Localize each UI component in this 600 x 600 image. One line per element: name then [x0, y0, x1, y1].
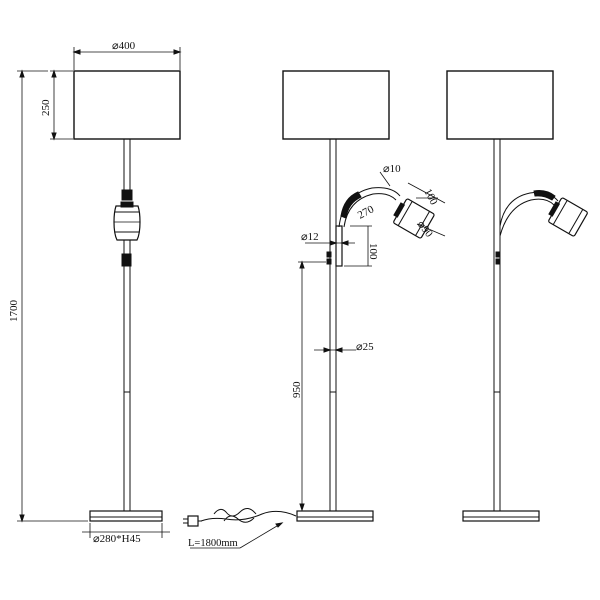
label-reading-head-length: 100 — [421, 187, 440, 208]
label-cable-length: L=1800mm — [188, 538, 238, 549]
lamp-base — [296, 510, 374, 522]
label-switch-position-height: 950 — [291, 381, 303, 398]
dimension-reading-head-length — [407, 182, 446, 204]
lamp-shade — [446, 70, 554, 140]
reading-light-head — [393, 198, 435, 239]
lamp-base — [89, 510, 163, 522]
dimension-shade-diameter — [72, 47, 182, 70]
dimension-reading-head-diameter — [416, 223, 446, 237]
dimension-total-height — [17, 69, 88, 523]
label-total-height: 1700 — [8, 300, 20, 323]
label-shade-diameter: ⌀400 — [112, 40, 136, 52]
reading-light-head — [548, 197, 588, 237]
plug-icon — [187, 515, 199, 527]
lamp-side-view-dimensioned: ⌀10 270 100 ⌀90 ⌀12 100 ⌀25 — [183, 70, 446, 549]
dimension-switch-height — [344, 225, 372, 267]
lamp-shade — [73, 70, 181, 140]
dimension-cable-length — [190, 522, 284, 549]
label-shade-height: 250 — [40, 99, 52, 116]
label-switch-diameter: ⌀12 — [301, 231, 319, 243]
pole-joint — [121, 189, 133, 201]
dimension-shade-height — [50, 69, 73, 141]
dimension-switch-position-height — [298, 260, 326, 512]
gooseneck-arm — [499, 190, 559, 237]
label-base-size: ⌀280*H45 — [93, 533, 141, 545]
reading-light-head — [113, 201, 141, 241]
gooseneck-arm — [338, 187, 401, 228]
lamp-side-view-plain — [446, 70, 588, 522]
power-cable — [183, 508, 297, 527]
lamp-front-view: ⌀400 250 1700 ⌀280*H45 — [8, 40, 182, 545]
label-switch-height: 100 — [367, 243, 379, 260]
lamp-base — [462, 510, 540, 522]
lamp-shade — [282, 70, 390, 140]
switch-box — [335, 225, 343, 267]
dimension-pole-diameter — [314, 347, 356, 353]
label-reading-pipe-diameter: ⌀10 — [383, 163, 401, 175]
label-reading-arm-length: 270 — [356, 203, 377, 222]
label-pole-diameter: ⌀25 — [356, 341, 374, 353]
dimension-base — [82, 523, 170, 538]
dimension-switch-diameter — [305, 240, 355, 246]
